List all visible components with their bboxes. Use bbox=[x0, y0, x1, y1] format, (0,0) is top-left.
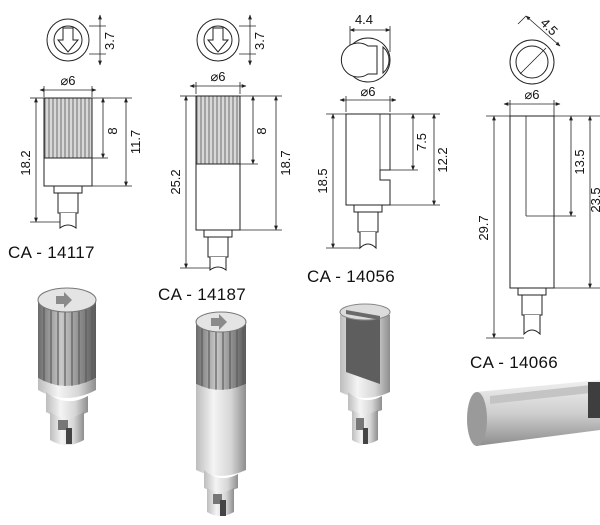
part-code-label: CA - 14117 bbox=[8, 243, 95, 262]
part-code-label: CA - 14056 bbox=[307, 267, 395, 286]
top-view-arrow-shaft: 3.7 bbox=[196, 14, 267, 66]
top-view-d-shaft-rotated: 4.5 bbox=[509, 15, 561, 85]
dim-d1: 13.5 bbox=[572, 149, 587, 174]
dim-d2: 18.7 bbox=[278, 150, 293, 175]
part-render-3d bbox=[37, 287, 97, 445]
part-ca-14187: 3.7 ⌀6 8 18.7 25.2 CA - 14187 bbox=[158, 14, 293, 516]
diameter-label: ⌀6 bbox=[524, 87, 539, 102]
side-view bbox=[43, 97, 93, 229]
top-dim-label: 3.7 bbox=[252, 32, 267, 50]
top-dim-label: 4.5 bbox=[537, 15, 560, 38]
top-dim-label: 4.4 bbox=[355, 12, 373, 27]
dim-d2: 12.2 bbox=[435, 147, 450, 172]
part-ca-14066: 4.5 ⌀6 13.5 23.5 29.7 CA - 14066 bbox=[467, 15, 600, 446]
side-view bbox=[195, 95, 241, 271]
part-render-3d bbox=[195, 311, 247, 516]
part-code-label: CA - 14187 bbox=[158, 285, 246, 304]
diameter-label: ⌀6 bbox=[210, 69, 225, 84]
dim-d1: 8 bbox=[105, 127, 120, 134]
part-ca-14117: 3.7 ⌀6 8 11.7 18.2 CA - 14117 bbox=[8, 14, 143, 445]
side-view bbox=[345, 113, 391, 250]
dim-d3: 25.2 bbox=[168, 169, 183, 194]
diameter-label: ⌀6 bbox=[360, 84, 375, 99]
part-ca-14056: 4.4 ⌀6 7.5 12.2 18.5 CA - 14056 bbox=[307, 12, 450, 444]
top-view-arrow-shaft: 3.7 bbox=[46, 14, 117, 66]
part-code-label: CA - 14066 bbox=[470, 353, 558, 372]
dim-d3: 29.7 bbox=[476, 215, 491, 240]
dim-d1: 7.5 bbox=[414, 133, 429, 151]
part-render-3d bbox=[339, 303, 391, 444]
dim-d1: 8 bbox=[254, 127, 269, 134]
top-view-d-shaft: 4.4 bbox=[340, 12, 391, 83]
part-render-3d bbox=[467, 380, 600, 446]
side-view bbox=[509, 115, 555, 336]
dim-d2: 11.7 bbox=[128, 130, 143, 154]
top-dim-label: 3.7 bbox=[102, 32, 117, 50]
dim-d3: 18.2 bbox=[18, 150, 33, 175]
dim-d2: 23.5 bbox=[588, 187, 600, 212]
dim-d3: 18.5 bbox=[315, 168, 330, 193]
diameter-label: ⌀6 bbox=[60, 73, 75, 88]
